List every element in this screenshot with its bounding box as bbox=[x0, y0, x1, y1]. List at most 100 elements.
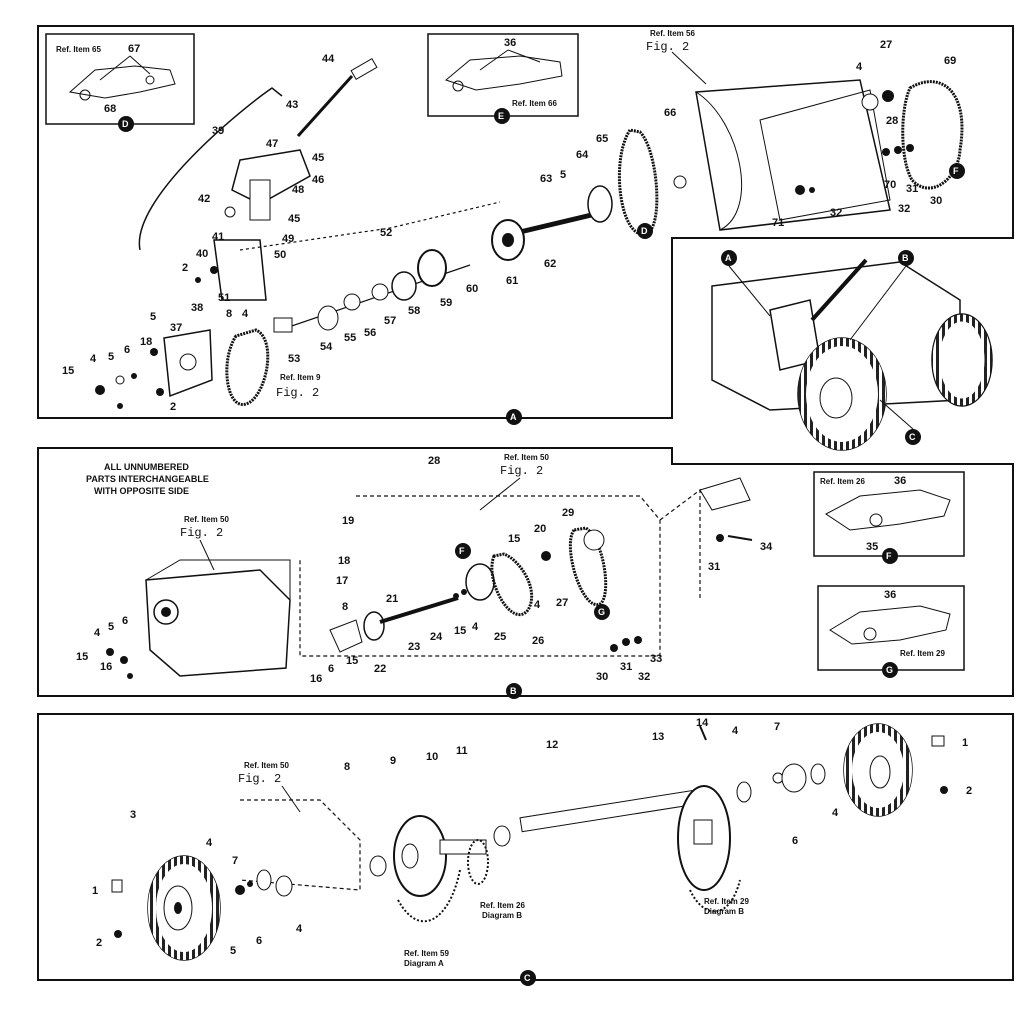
part-number: 2 bbox=[170, 401, 176, 413]
ref-item-59-label: Ref. Item 59 bbox=[404, 949, 449, 958]
label: Ref. Item 65 bbox=[56, 45, 101, 54]
axle-assembly-c bbox=[369, 725, 826, 923]
panel-b-border bbox=[37, 447, 1014, 697]
part-number: 56 bbox=[364, 327, 376, 339]
part-number: 6 bbox=[328, 663, 334, 675]
part-number: 44 bbox=[322, 53, 335, 65]
part-number: 67 bbox=[128, 43, 140, 55]
diagram-b-label-2: Diagram B bbox=[704, 907, 744, 916]
part-number: 5 bbox=[230, 945, 236, 957]
part-number: 4 bbox=[296, 923, 303, 935]
label: A bbox=[725, 253, 732, 263]
part-number: 66 bbox=[664, 107, 676, 119]
part-number: 32 bbox=[638, 671, 650, 683]
label: G bbox=[886, 665, 893, 675]
part-number: 10 bbox=[426, 751, 438, 763]
part-number: 48 bbox=[292, 184, 304, 196]
fig-2-label: Fig. 2 bbox=[646, 40, 689, 54]
part-number: 31 bbox=[620, 661, 632, 673]
part-number: 49 bbox=[282, 233, 294, 245]
part-number: 50 bbox=[274, 249, 286, 261]
part-number: 70 bbox=[884, 179, 896, 191]
assembled-view bbox=[711, 258, 993, 451]
part-number: 32 bbox=[830, 207, 842, 219]
part-number: 15 bbox=[454, 625, 466, 637]
part-number: 71 bbox=[772, 217, 784, 229]
right-wheel bbox=[843, 723, 913, 817]
part-number: 69 bbox=[944, 55, 956, 67]
nut-left bbox=[114, 930, 122, 938]
part-number: 18 bbox=[338, 555, 350, 567]
ref-item-56-label: Ref. Item 56 bbox=[650, 29, 695, 38]
part-number: 37 bbox=[170, 322, 182, 334]
part-number: 2 bbox=[182, 262, 188, 274]
part-number: 64 bbox=[576, 149, 589, 161]
part-number: 52 bbox=[380, 227, 392, 239]
label: Ref. Item 26 bbox=[820, 477, 865, 486]
part-number: 1 bbox=[962, 737, 968, 749]
part-number: 46 bbox=[312, 174, 324, 186]
part-number: 65 bbox=[596, 133, 608, 145]
part-number: 59 bbox=[440, 297, 452, 309]
label: F bbox=[953, 166, 959, 176]
part-number: 26 bbox=[532, 635, 544, 647]
label: B bbox=[902, 253, 909, 263]
part-number: 14 bbox=[696, 717, 709, 729]
part-number: 25 bbox=[494, 631, 506, 643]
ref-item-9-label: Ref. Item 9 bbox=[280, 373, 321, 382]
part-number: 15 bbox=[346, 655, 358, 667]
part-number: 1 bbox=[92, 885, 98, 897]
shaft-assembly bbox=[95, 185, 613, 409]
part-number: 53 bbox=[288, 353, 300, 365]
left-wheel bbox=[147, 855, 221, 961]
part-number: 28 bbox=[428, 455, 440, 467]
panel-c-part-numbers: 1 2 3 4 5 6 7 4 8 9 10 11 12 13 14 4 7 6… bbox=[92, 717, 972, 957]
inset-f: Ref. Item 26 36 35 F bbox=[813, 471, 965, 564]
part-number: 47 bbox=[266, 138, 278, 150]
part-number: 11 bbox=[456, 745, 468, 757]
part-number: 4 bbox=[732, 725, 739, 737]
ref-item-50-left: Ref. Item 50 bbox=[184, 515, 229, 524]
part-number: 22 bbox=[374, 663, 386, 675]
housing-outline-c bbox=[239, 799, 361, 891]
part-number: 5 bbox=[560, 169, 566, 181]
part-number: 68 bbox=[104, 103, 116, 115]
part-number: 4 bbox=[472, 621, 479, 633]
part-number: 18 bbox=[140, 336, 152, 348]
label: G bbox=[598, 607, 605, 617]
part-number: 6 bbox=[256, 935, 262, 947]
part-number: 5 bbox=[108, 621, 114, 633]
part-number: 28 bbox=[886, 115, 898, 127]
part-number: 35 bbox=[866, 541, 878, 553]
part-number: 4 bbox=[856, 61, 863, 73]
part-number: 58 bbox=[408, 305, 420, 317]
part-number: 31 bbox=[906, 183, 918, 195]
part-number: 4 bbox=[832, 807, 839, 819]
fig-2-left: Fig. 2 bbox=[180, 526, 223, 540]
note-line-3: WITH OPPOSITE SIDE bbox=[94, 486, 189, 496]
part-number: 16 bbox=[100, 661, 112, 673]
panel-b-part-numbers: 28 19 18 17 21 8 6 15 16 22 23 24 15 4 2… bbox=[76, 455, 773, 685]
label: B bbox=[510, 686, 517, 696]
part-number: 29 bbox=[562, 507, 574, 519]
bolt-right bbox=[931, 735, 945, 747]
part-number: 8 bbox=[226, 308, 232, 320]
part-number: 45 bbox=[288, 213, 300, 225]
part-number: 5 bbox=[150, 311, 156, 323]
part-number: 43 bbox=[286, 99, 298, 111]
control-assembly bbox=[138, 57, 378, 301]
part-number: 8 bbox=[344, 761, 350, 773]
axle-parts-b bbox=[106, 477, 753, 679]
part-number: 4 bbox=[90, 353, 97, 365]
part-number: 16 bbox=[310, 673, 322, 685]
part-number: 60 bbox=[466, 283, 478, 295]
label: C bbox=[909, 432, 916, 442]
part-number: 6 bbox=[124, 344, 130, 356]
part-number: 23 bbox=[408, 641, 420, 653]
panel-b: ALL UNNUMBERED PARTS INTERCHANGEABLE WIT… bbox=[37, 447, 1014, 699]
part-number: 39 bbox=[212, 125, 224, 137]
part-number: 7 bbox=[232, 855, 238, 867]
panel-a-badge bbox=[506, 409, 522, 425]
